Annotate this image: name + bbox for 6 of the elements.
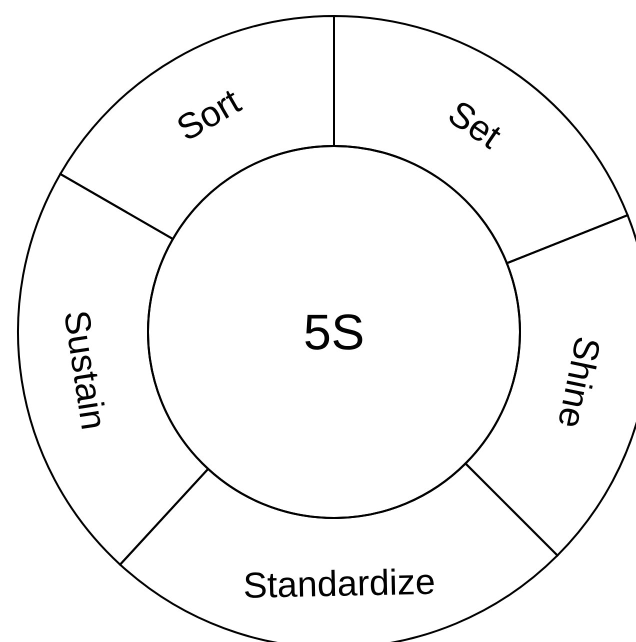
ring-segment: Sustain <box>17 173 210 566</box>
ring-segment: Standardize <box>119 462 558 642</box>
node-label: 5S <box>305 314 362 350</box>
ring-segment: Set <box>333 15 629 264</box>
ring-segment: Sort <box>59 15 335 240</box>
ring-segment: Shine <box>464 214 636 556</box>
